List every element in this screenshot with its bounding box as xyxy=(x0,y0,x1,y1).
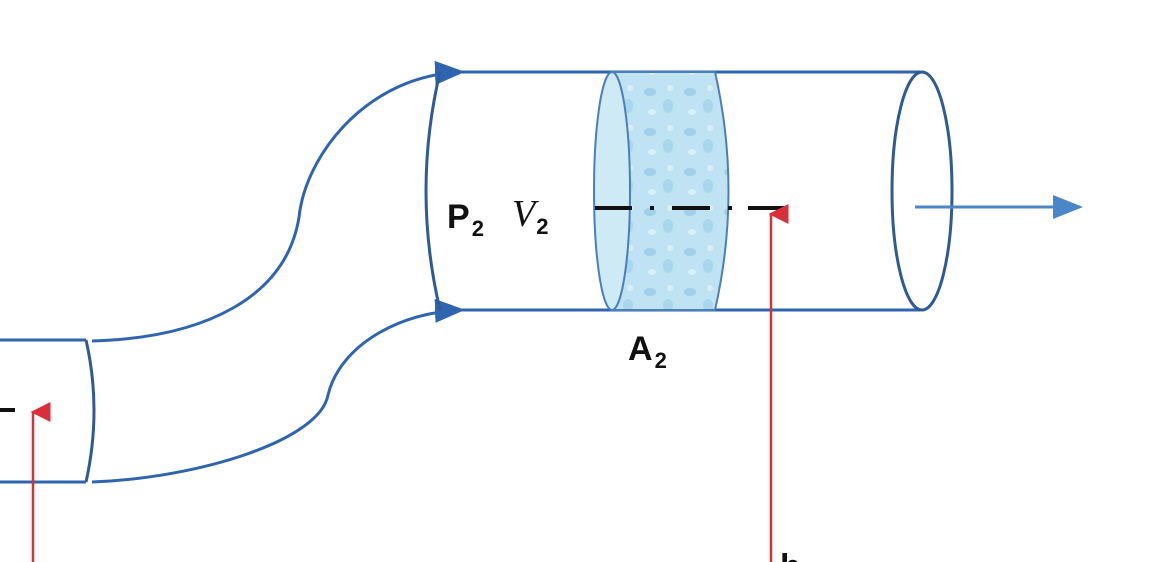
lower-transition-curve xyxy=(91,298,465,484)
outlet-end-ellipse xyxy=(890,70,954,312)
height-label: h xyxy=(780,548,801,562)
upper-transition-curve xyxy=(91,60,465,343)
fluid-element xyxy=(593,71,730,311)
inlet-pipe xyxy=(0,338,96,484)
area-label: A2 xyxy=(628,330,667,373)
velocity-label: V2 xyxy=(512,193,548,239)
pressure-label: P2 xyxy=(447,198,484,241)
